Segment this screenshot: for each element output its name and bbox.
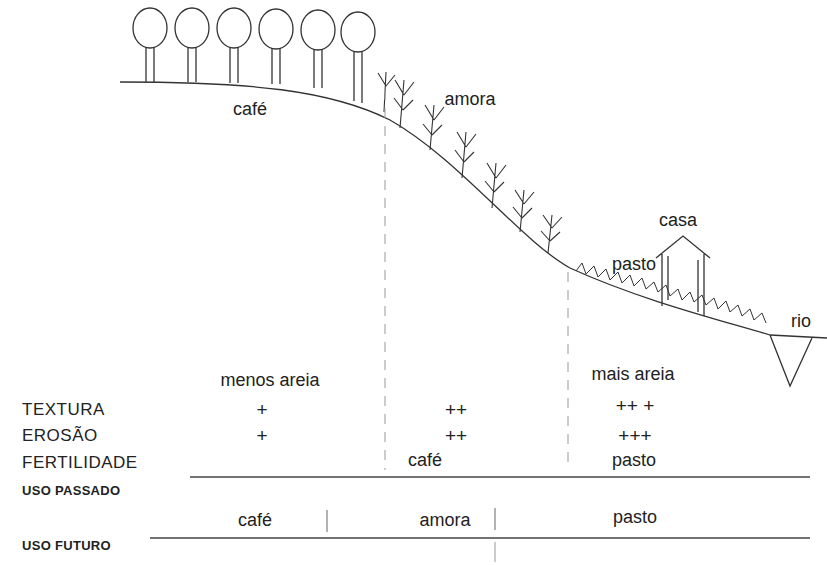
grass: [576, 263, 766, 323]
row-heading: TEXTURA: [22, 401, 105, 420]
row-value: ++: [445, 400, 467, 421]
divider-tick: [495, 508, 496, 530]
coffee-trees: [133, 8, 375, 103]
row-value: +++: [618, 426, 651, 447]
divider-tick: [327, 510, 328, 532]
plot-label: amora: [444, 90, 495, 110]
row-value: café: [238, 511, 272, 531]
row-value: pasto: [613, 508, 657, 528]
table-rule: [150, 537, 810, 538]
row-heading: EROSÃO: [22, 427, 98, 446]
row-heading: FERTILIDADE: [22, 454, 138, 473]
row-value: +: [256, 400, 267, 421]
row-value: mais areia: [591, 365, 674, 385]
slope-line: [120, 82, 827, 338]
plot-label: rio: [791, 312, 811, 332]
row-value: menos areia: [220, 371, 319, 391]
row-value: ++: [445, 426, 467, 447]
row-value: café: [408, 451, 442, 471]
river-channel: [770, 335, 812, 386]
plot-label: café: [233, 100, 267, 120]
row-value: ++ +: [616, 396, 655, 417]
mulberry-bushes: [378, 72, 562, 253]
house: [656, 236, 710, 316]
plot-label: pasto: [612, 255, 656, 275]
plot-label: casa: [659, 211, 697, 231]
divider-line: [568, 272, 569, 470]
divider-tick: [495, 542, 496, 562]
table-rule: [190, 476, 810, 477]
row-value: pasto: [612, 451, 656, 471]
row-heading: USO FUTURO: [22, 539, 111, 553]
divider-line: [385, 90, 386, 470]
row-value: +: [256, 426, 267, 447]
row-heading: USO PASSADO: [22, 484, 120, 498]
row-value: amora: [419, 511, 470, 531]
